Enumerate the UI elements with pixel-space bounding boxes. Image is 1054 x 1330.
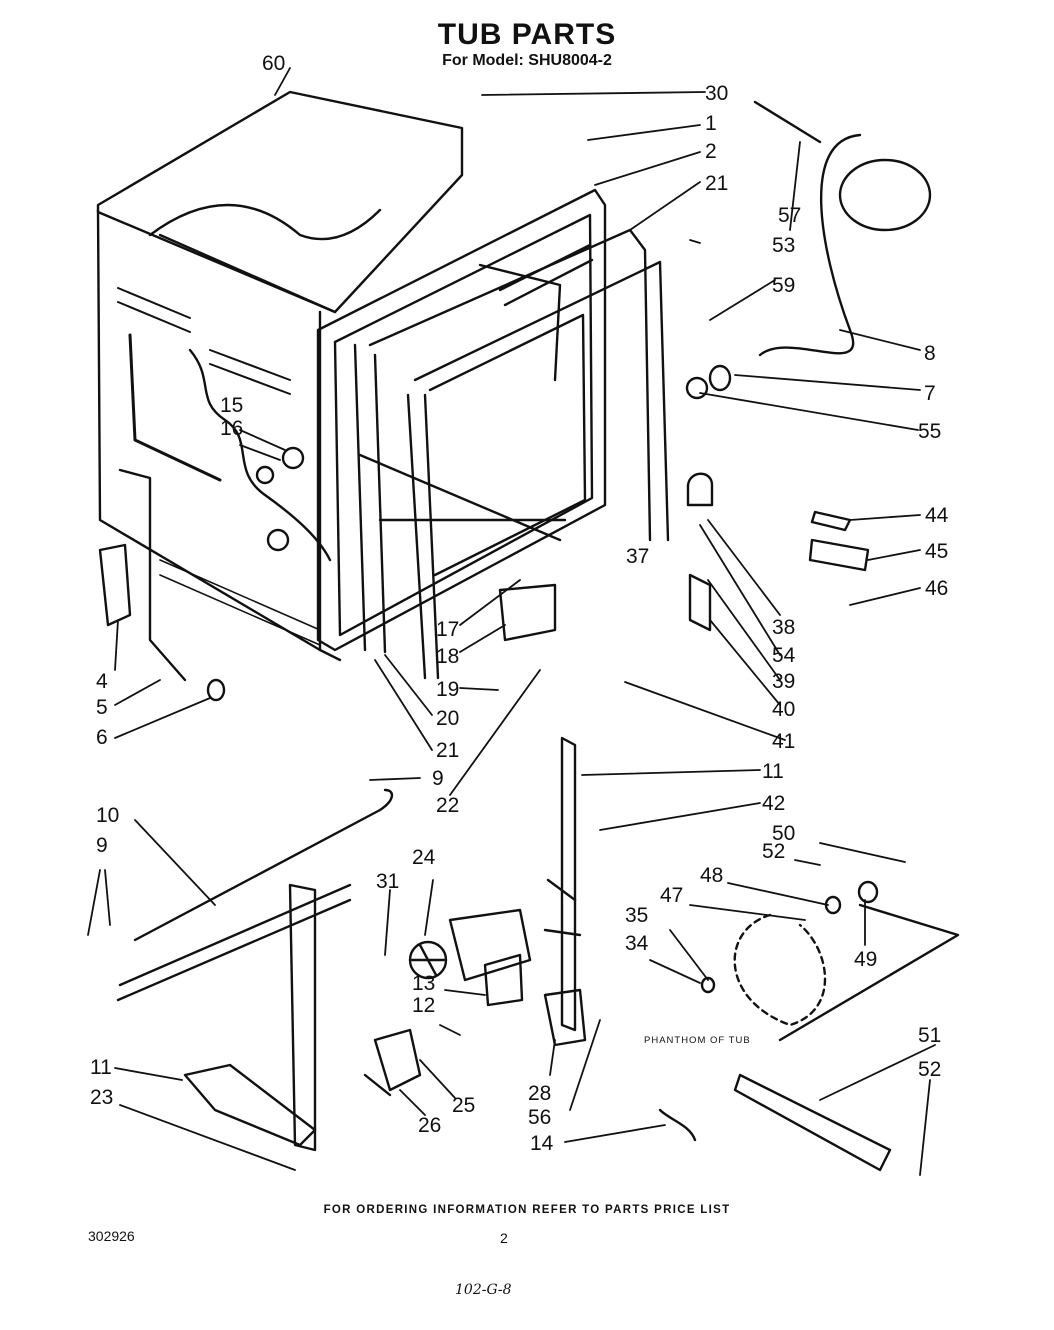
callout-22: 22 — [436, 794, 459, 817]
door-frame-gaskets — [316, 188, 670, 680]
model-subtitle: For Model: SHU8004-2 — [442, 52, 612, 69]
callout-11-bottom: 11 — [90, 1056, 112, 1079]
callout-25: 25 — [452, 1094, 475, 1117]
callout-40: 40 — [772, 698, 795, 721]
callout-10: 10 — [96, 804, 119, 827]
leader-lines — [87, 67, 936, 1176]
callout-49: 49 — [854, 948, 877, 971]
callout-51: 51 — [918, 1024, 941, 1047]
callout-16: 16 — [220, 417, 243, 440]
callout-42: 42 — [762, 792, 785, 815]
callout-23: 23 — [90, 1086, 113, 1109]
callout-15: 15 — [220, 394, 243, 417]
callout-47: 47 — [660, 884, 683, 907]
callout-55: 55 — [918, 420, 941, 443]
callout-31: 31 — [376, 870, 399, 893]
tub-shell — [96, 90, 464, 662]
phantom-of-tub-label: PHANTHOM OF TUB — [644, 1035, 751, 1046]
callout-50: 50 — [772, 822, 795, 845]
callout-labels: 60 30 1 2 21 57 53 59 8 7 55 15 16 44 45… — [90, 52, 949, 1155]
callout-52-top: 52 — [762, 840, 785, 863]
callout-28: 28 — [528, 1082, 551, 1105]
callout-8: 8 — [924, 342, 936, 365]
callout-2: 2 — [705, 140, 717, 163]
callout-7: 7 — [924, 382, 936, 405]
callout-21-mid: 21 — [436, 739, 459, 762]
page-title: TUB PARTS — [437, 18, 617, 51]
callout-56: 56 — [528, 1106, 551, 1129]
callout-38: 38 — [772, 616, 795, 639]
small-parts — [98, 100, 960, 1172]
callout-60: 60 — [262, 52, 285, 75]
callout-20: 20 — [436, 707, 459, 730]
callout-53: 53 — [772, 234, 795, 257]
callout-4: 4 — [96, 670, 108, 693]
callout-12: 12 — [412, 994, 435, 1017]
valve-bracket-assembly — [116, 736, 587, 1152]
callout-19: 19 — [436, 678, 459, 701]
callout-35: 35 — [625, 904, 648, 927]
callout-44: 44 — [925, 504, 949, 527]
callout-48: 48 — [700, 864, 723, 887]
callout-46: 46 — [925, 577, 948, 600]
callout-5: 5 — [96, 696, 108, 719]
callout-11-top: 11 — [762, 760, 784, 783]
callout-24: 24 — [412, 846, 436, 869]
callout-39: 39 — [772, 670, 795, 693]
callout-21-top: 21 — [705, 172, 728, 195]
callout-37: 37 — [626, 545, 649, 568]
callout-59: 59 — [772, 274, 795, 297]
callout-9-left: 9 — [96, 834, 108, 857]
page-number: 2 — [500, 1230, 508, 1246]
handwritten-note: 102-G-8 — [455, 1282, 512, 1298]
callout-52-bottom: 52 — [918, 1058, 941, 1081]
callout-57: 57 — [778, 204, 801, 227]
callout-13: 13 — [412, 972, 435, 995]
callout-34: 34 — [625, 932, 649, 955]
document-number: 302926 — [88, 1228, 135, 1244]
callout-1: 1 — [705, 112, 717, 135]
callout-17: 17 — [436, 618, 459, 641]
callout-45: 45 — [925, 540, 948, 563]
callout-18: 18 — [436, 645, 459, 668]
ordering-note: FOR ORDERING INFORMATION REFER TO PARTS … — [323, 1204, 731, 1216]
callout-9-mid: 9 — [432, 767, 444, 790]
callout-30: 30 — [705, 82, 728, 105]
callout-26: 26 — [418, 1114, 441, 1137]
callout-54: 54 — [772, 644, 796, 667]
callout-41: 41 — [772, 730, 795, 753]
callout-6: 6 — [96, 726, 108, 749]
callout-14: 14 — [530, 1132, 554, 1155]
